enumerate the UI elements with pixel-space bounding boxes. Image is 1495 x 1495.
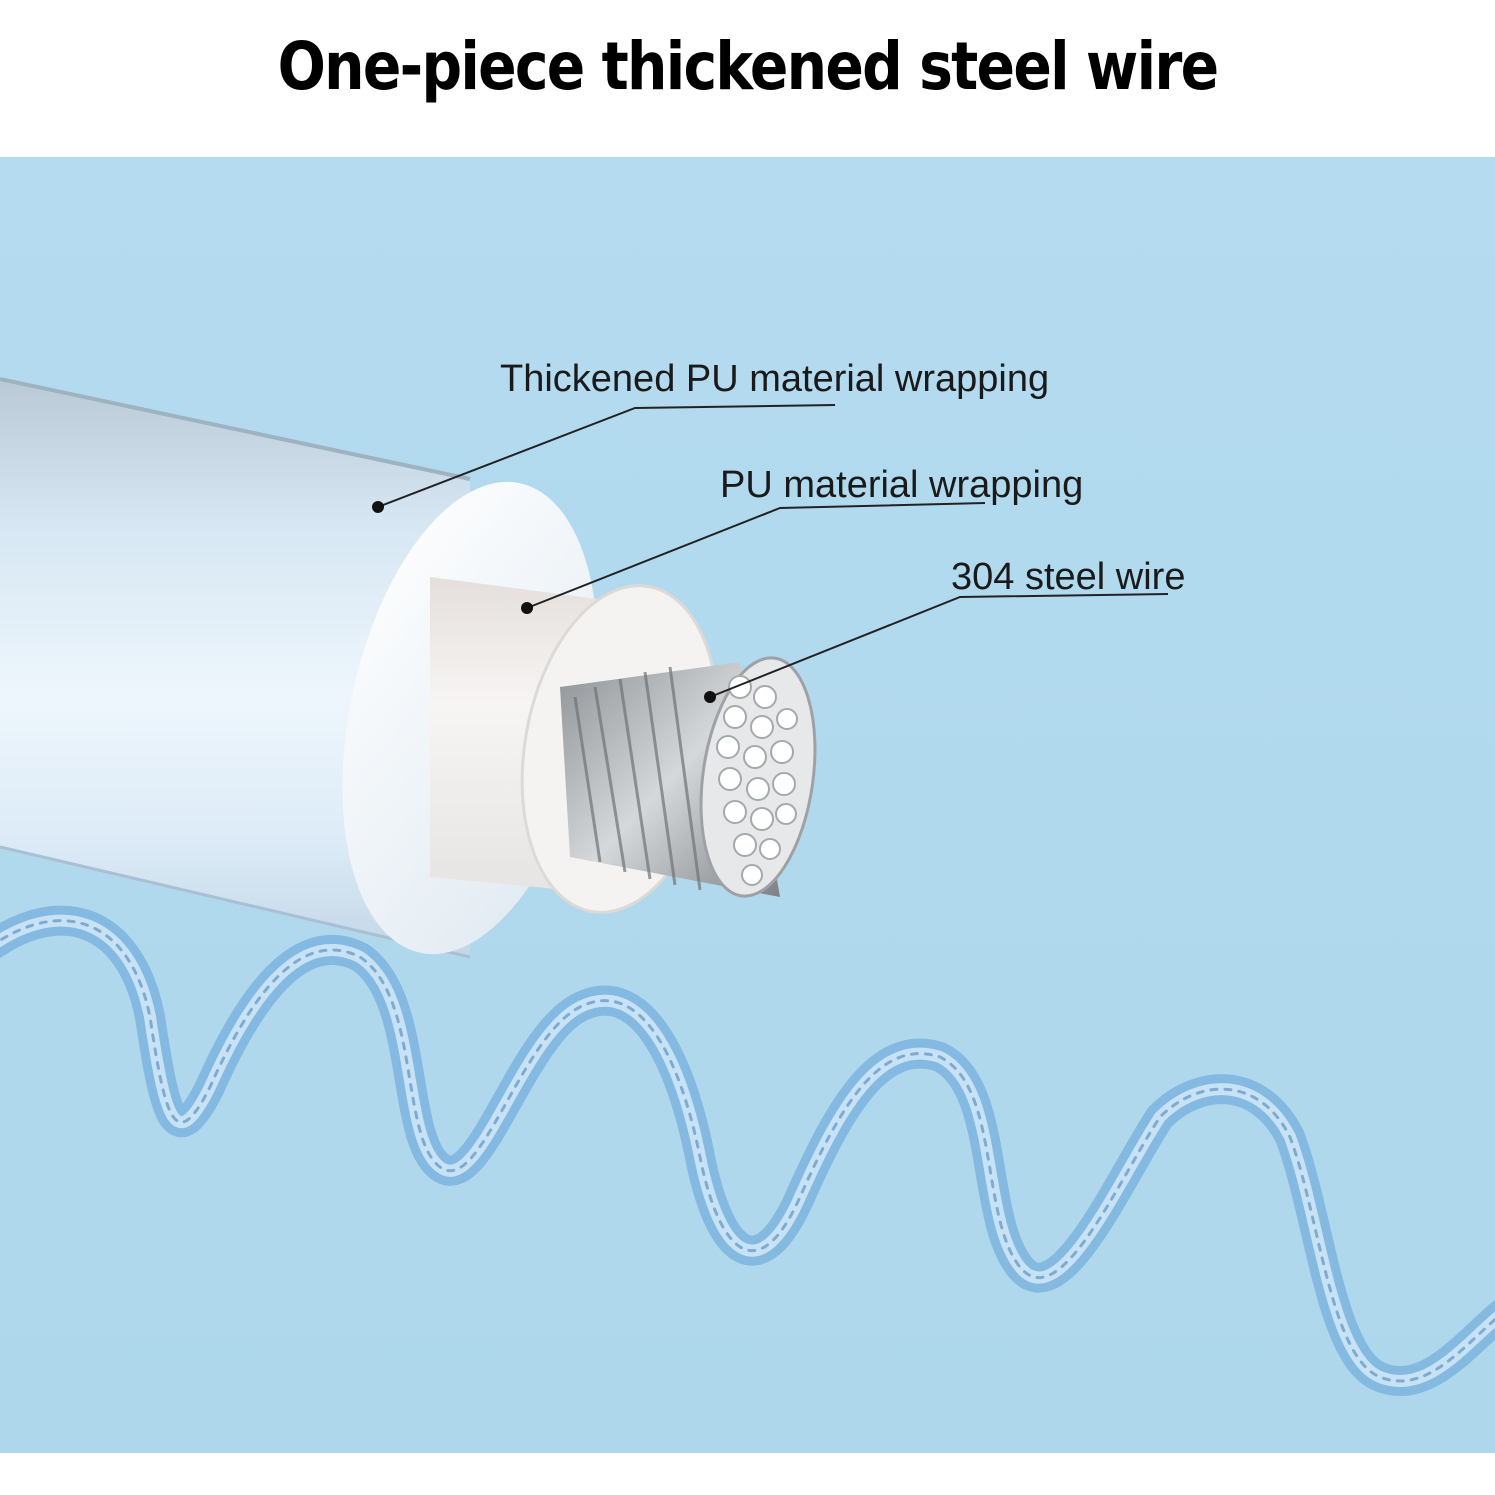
- leader-dot-inner: [521, 602, 533, 614]
- leader-line-inner: [526, 502, 986, 609]
- illustration-panel: [0, 157, 1495, 1453]
- coiled-spring-cable: [0, 905, 1495, 1396]
- cable-illustration: [0, 157, 1495, 1453]
- leader-dot-core: [704, 691, 716, 703]
- leader-dot-outer: [372, 501, 384, 513]
- leader-dots: [372, 501, 716, 703]
- steel-wire-core: [560, 656, 817, 898]
- leader-lines: [377, 404, 1169, 698]
- label-core: 304 steel wire: [951, 556, 1186, 598]
- page-title: One-piece thickened steel wire: [277, 28, 1219, 105]
- leader-line-core: [709, 593, 1169, 698]
- leader-line-outer: [377, 404, 836, 508]
- label-inner-layer: PU material wrapping: [720, 464, 1084, 506]
- label-outer-layer: Thickened PU material wrapping: [500, 358, 1050, 400]
